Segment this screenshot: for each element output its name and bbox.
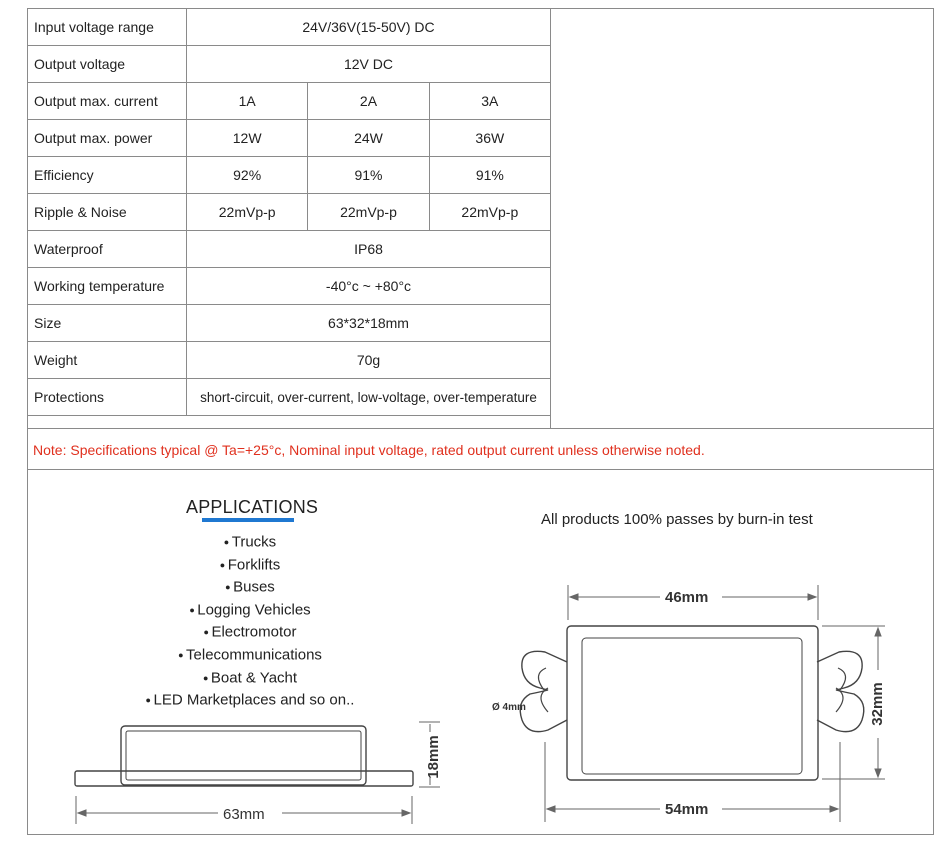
spec-label: Waterproof <box>27 230 187 268</box>
spec-value: 24W <box>307 119 430 157</box>
hole-diameter-label: Ø 4mm <box>492 702 526 713</box>
burn-in-text: All products 100% passes by burn-in test <box>541 511 813 528</box>
bullet-icon: ● <box>178 649 187 660</box>
application-item-label: Boat & Yacht <box>210 668 298 686</box>
spec-value: 22mVp-p <box>185 193 309 231</box>
top-view-body <box>566 625 819 781</box>
note-top-rule <box>27 428 934 429</box>
spec-value: 22mVp-p <box>307 193 430 231</box>
application-item: ● Forklifts <box>100 554 400 577</box>
side-height-dimension <box>419 721 440 788</box>
spec-label: Protections <box>27 378 187 416</box>
right-mounting-ear <box>816 650 865 733</box>
spec-value: short-circuit, over-current, low-voltage… <box>186 378 551 416</box>
top-height-label: 32mm <box>869 682 886 725</box>
bullet-icon: ● <box>203 627 212 638</box>
application-item: ● Buses <box>100 576 400 599</box>
top-length-dimension <box>544 742 841 822</box>
left-ear-slot <box>537 667 549 713</box>
side-length-dimension <box>75 796 413 824</box>
application-item-label: LED Marketplaces and so on.. <box>153 691 355 709</box>
application-item-label: Logging Vehicles <box>197 601 311 619</box>
side-view-body <box>120 725 367 786</box>
spec-row: Working temperature-40°c ~ +80°c <box>27 267 551 305</box>
spec-label: Efficiency <box>27 156 187 194</box>
application-item: ● Trucks <box>100 531 400 554</box>
right-ear-slot <box>835 667 847 713</box>
bullet-icon: ● <box>223 537 232 547</box>
top-width-label: 46mm <box>665 589 708 606</box>
spec-value: 24V/36V(15-50V) DC <box>186 8 551 46</box>
application-item-label: Electromotor <box>211 623 297 641</box>
application-item: ● Logging Vehicles <box>100 599 400 622</box>
top-view-panel <box>581 637 803 775</box>
spec-value: IP68 <box>186 230 551 268</box>
side-view-body-inner <box>125 730 362 781</box>
bullet-icon: ● <box>189 604 198 615</box>
application-item: ● Boat & Yacht <box>100 667 400 690</box>
spec-value: 22mVp-p <box>428 193 552 231</box>
spec-value: 70g <box>186 341 551 379</box>
side-view-flange <box>74 770 414 787</box>
side-height-label: 18mm <box>425 735 442 778</box>
bullet-icon: ● <box>202 672 211 683</box>
spec-note: Note: Specifications typical @ Ta=+25°c,… <box>33 442 705 458</box>
top-width-dimension <box>567 585 819 620</box>
applications-list: ● Trucks● Forklifts● Buses● Logging Vehi… <box>100 531 400 712</box>
application-item: ● LED Marketplaces and so on.. <box>100 689 400 712</box>
bullet-icon: ● <box>225 582 234 593</box>
spec-value: 3A <box>428 82 552 120</box>
application-item-label: Telecommunications <box>186 646 322 664</box>
top-length-label: 54mm <box>665 801 708 818</box>
spec-label: Output max. power <box>27 119 187 157</box>
spec-value: 92% <box>185 156 309 194</box>
applications-underline <box>202 518 294 522</box>
bullet-icon: ● <box>145 695 154 706</box>
side-view-drawing <box>74 725 414 787</box>
left-mounting-ear <box>519 650 568 733</box>
application-item-label: Buses <box>233 578 275 596</box>
top-view-drawing <box>519 625 865 781</box>
bullet-icon: ● <box>219 559 228 570</box>
application-item: ● Telecommunications <box>100 644 400 667</box>
top-height-dimension <box>822 625 885 780</box>
spec-value: 91% <box>307 156 430 194</box>
applications-title: APPLICATIONS <box>186 497 319 517</box>
application-item-label: Forklifts <box>227 555 281 573</box>
side-length-label: 63mm <box>223 806 265 823</box>
section-divider <box>27 469 934 470</box>
application-item-label: Trucks <box>231 533 277 551</box>
table-right-border <box>550 8 551 428</box>
application-item: ● Electromotor <box>100 621 400 644</box>
